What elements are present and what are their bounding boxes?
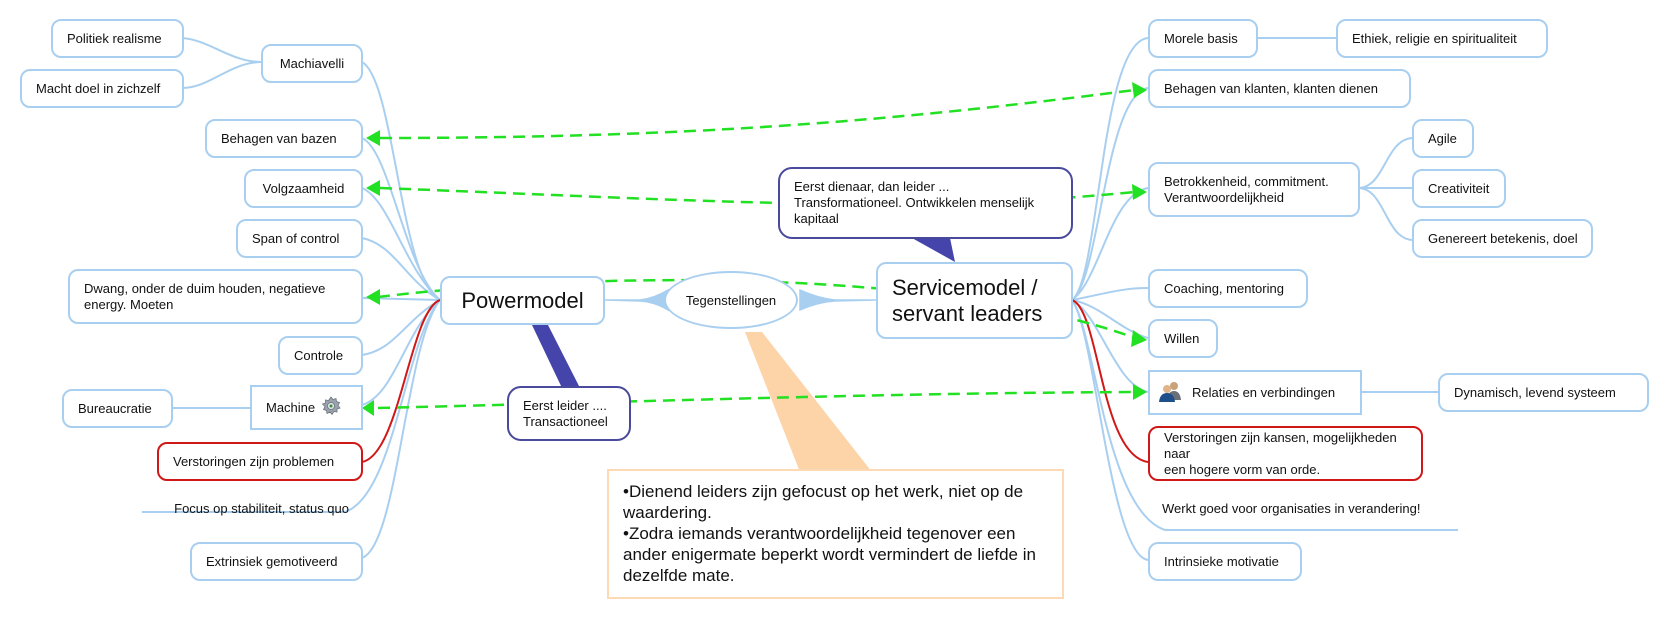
node-label: Machine: [266, 399, 316, 415]
callout-line: kapitaal: [794, 211, 839, 226]
callout-line: Transformationeel. Ontwikkelen menselijk: [794, 195, 1035, 210]
node-powermodel[interactable]: Powermodel: [440, 276, 605, 325]
note-box[interactable]: •Dienend leiders zijn gefocust op het we…: [607, 469, 1064, 599]
node-label: Focus op stabiliteit, status quo: [174, 501, 349, 516]
node-politiek-realisme[interactable]: Politiek realisme: [51, 19, 184, 58]
node-machine[interactable]: Machine: [250, 385, 363, 430]
note-bullet: •Zodra iemands verantwoordelijkheid tege…: [623, 524, 1036, 585]
node-servicemodel[interactable]: Servicemodel /servant leaders: [876, 262, 1073, 339]
note-bullet: •Dienend leiders zijn gefocust op het we…: [623, 482, 1024, 522]
node-label-line: Dwang, onder de duim houden, negatieve: [84, 280, 326, 296]
node-label-line: Verantwoordelijkheid: [1164, 189, 1284, 205]
left-branches: [142, 37, 441, 559]
node-label: Willen: [1164, 330, 1200, 346]
node-label: Agile: [1428, 130, 1457, 146]
link-middle-service: [799, 288, 877, 312]
node-extrinsiek[interactable]: Extrinsiek gemotiveerd: [190, 542, 363, 581]
node-focus-stabiliteit[interactable]: Focus op stabiliteit, status quo: [142, 494, 363, 524]
right-red-branch: [1071, 299, 1149, 463]
node-label-line: energy. Moeten: [84, 296, 174, 312]
node-label: Werkt goed voor organisaties in verander…: [1162, 501, 1421, 516]
node-label: Creativiteit: [1428, 180, 1490, 196]
node-label: Behagen van bazen: [221, 130, 337, 146]
node-coaching[interactable]: Coaching, mentoring: [1148, 269, 1308, 308]
node-label: Verstoringen zijn problemen: [173, 453, 335, 469]
node-willen[interactable]: Willen: [1148, 319, 1218, 358]
node-span-of-control[interactable]: Span of control: [236, 219, 363, 258]
node-volgzaamheid[interactable]: Volgzaamheid: [244, 169, 363, 208]
node-behagen-klanten[interactable]: Behagen van klanten, klanten dienen: [1148, 69, 1411, 108]
node-label: Span of control: [252, 230, 340, 246]
callout-line: Eerst dienaar, dan leider ...: [794, 179, 950, 194]
node-verstoringen-problemen[interactable]: Verstoringen zijn problemen: [157, 442, 363, 481]
node-label: Intrinsieke motivatie: [1164, 553, 1279, 569]
node-creativiteit[interactable]: Creativiteit: [1412, 169, 1506, 208]
node-macht-doel[interactable]: Macht doel in zichzelf: [20, 69, 184, 108]
link-power-middle: [604, 288, 669, 312]
node-label-line: Servicemodel /: [892, 274, 1038, 300]
callout-transformationeel[interactable]: Eerst dienaar, dan leider ...Transformat…: [778, 167, 1073, 239]
node-intrinsiek[interactable]: Intrinsieke motivatie: [1148, 542, 1302, 581]
gear-icon: [321, 395, 341, 420]
node-morele-basis[interactable]: Morele basis: [1148, 19, 1258, 58]
node-agile[interactable]: Agile: [1412, 119, 1474, 158]
node-label: Volgzaamheid: [262, 180, 345, 196]
left-red-branch: [361, 299, 441, 463]
node-genereert[interactable]: Genereert betekenis, doel: [1412, 219, 1593, 258]
node-label-line: Betrokkenheid, commitment.: [1164, 173, 1329, 189]
people-icon: [1158, 380, 1182, 406]
node-controle[interactable]: Controle: [278, 336, 363, 375]
node-bureaucratie[interactable]: Bureaucratie: [62, 389, 173, 428]
note-pointer: [745, 332, 872, 472]
node-label: Tegenstellingen: [685, 292, 777, 308]
node-behagen-bazen[interactable]: Behagen van bazen: [205, 119, 363, 158]
node-betrokkenheid[interactable]: Betrokkenheid, commitment.Verantwoordeli…: [1148, 162, 1360, 217]
power-callout-pointer: [532, 325, 580, 388]
callout-label: Eerst leider ....Transactioneel: [523, 398, 608, 430]
callout-transactioneel[interactable]: Eerst leider ....Transactioneel: [507, 386, 631, 441]
node-dynamisch[interactable]: Dynamisch, levend systeem: [1438, 373, 1649, 412]
node-label-line: servant leaders: [892, 300, 1043, 326]
node-label: Coaching, mentoring: [1164, 280, 1284, 296]
node-label: Politiek realisme: [67, 30, 162, 46]
node-label: Controle: [294, 347, 344, 363]
node-label: Macht doel in zichzelf: [36, 80, 161, 96]
node-machiavelli[interactable]: Machiavelli: [261, 44, 363, 83]
node-label: Genereert betekenis, doel: [1428, 230, 1578, 246]
callout-label: Eerst dienaar, dan leider ...Transformat…: [794, 179, 1034, 227]
service-callout-pointer: [912, 238, 955, 262]
node-label: Dynamisch, levend systeem: [1454, 384, 1616, 400]
node-relaties[interactable]: Relaties en verbindingen: [1148, 370, 1362, 415]
node-label: Powermodel: [461, 287, 584, 313]
node-label: Morele basis: [1164, 30, 1238, 46]
node-label: Extrinsiek gemotiveerd: [206, 553, 338, 569]
node-label: Verstoringen zijn kansen, mogelijkheden …: [1164, 430, 1407, 478]
callout-line: Eerst leider ....: [523, 397, 607, 413]
node-label-line: Verstoringen zijn kansen, mogelijkheden …: [1164, 429, 1397, 461]
callout-line: Transactioneel: [523, 413, 608, 429]
node-label: Bureaucratie: [78, 400, 152, 416]
node-label: Servicemodel /servant leaders: [892, 275, 1042, 327]
node-label: Machiavelli: [279, 55, 345, 71]
relation-arrowheads: [362, 82, 1147, 416]
node-verstoringen-kansen[interactable]: Verstoringen zijn kansen, mogelijkheden …: [1148, 426, 1423, 481]
node-label: Relaties en verbindingen: [1192, 384, 1336, 400]
node-tegenstellingen[interactable]: Tegenstellingen: [664, 271, 798, 329]
node-label: Behagen van klanten, klanten dienen: [1164, 80, 1378, 96]
node-label: Betrokkenheid, commitment.Verantwoordeli…: [1164, 174, 1329, 206]
node-label: Ethiek, religie en spiritualiteit: [1352, 30, 1517, 46]
node-label-line: een hogere vorm van orde.: [1164, 461, 1321, 477]
node-werkt-goed[interactable]: Werkt goed voor organisaties in verander…: [1148, 494, 1458, 524]
node-ethiek[interactable]: Ethiek, religie en spiritualiteit: [1336, 19, 1548, 58]
